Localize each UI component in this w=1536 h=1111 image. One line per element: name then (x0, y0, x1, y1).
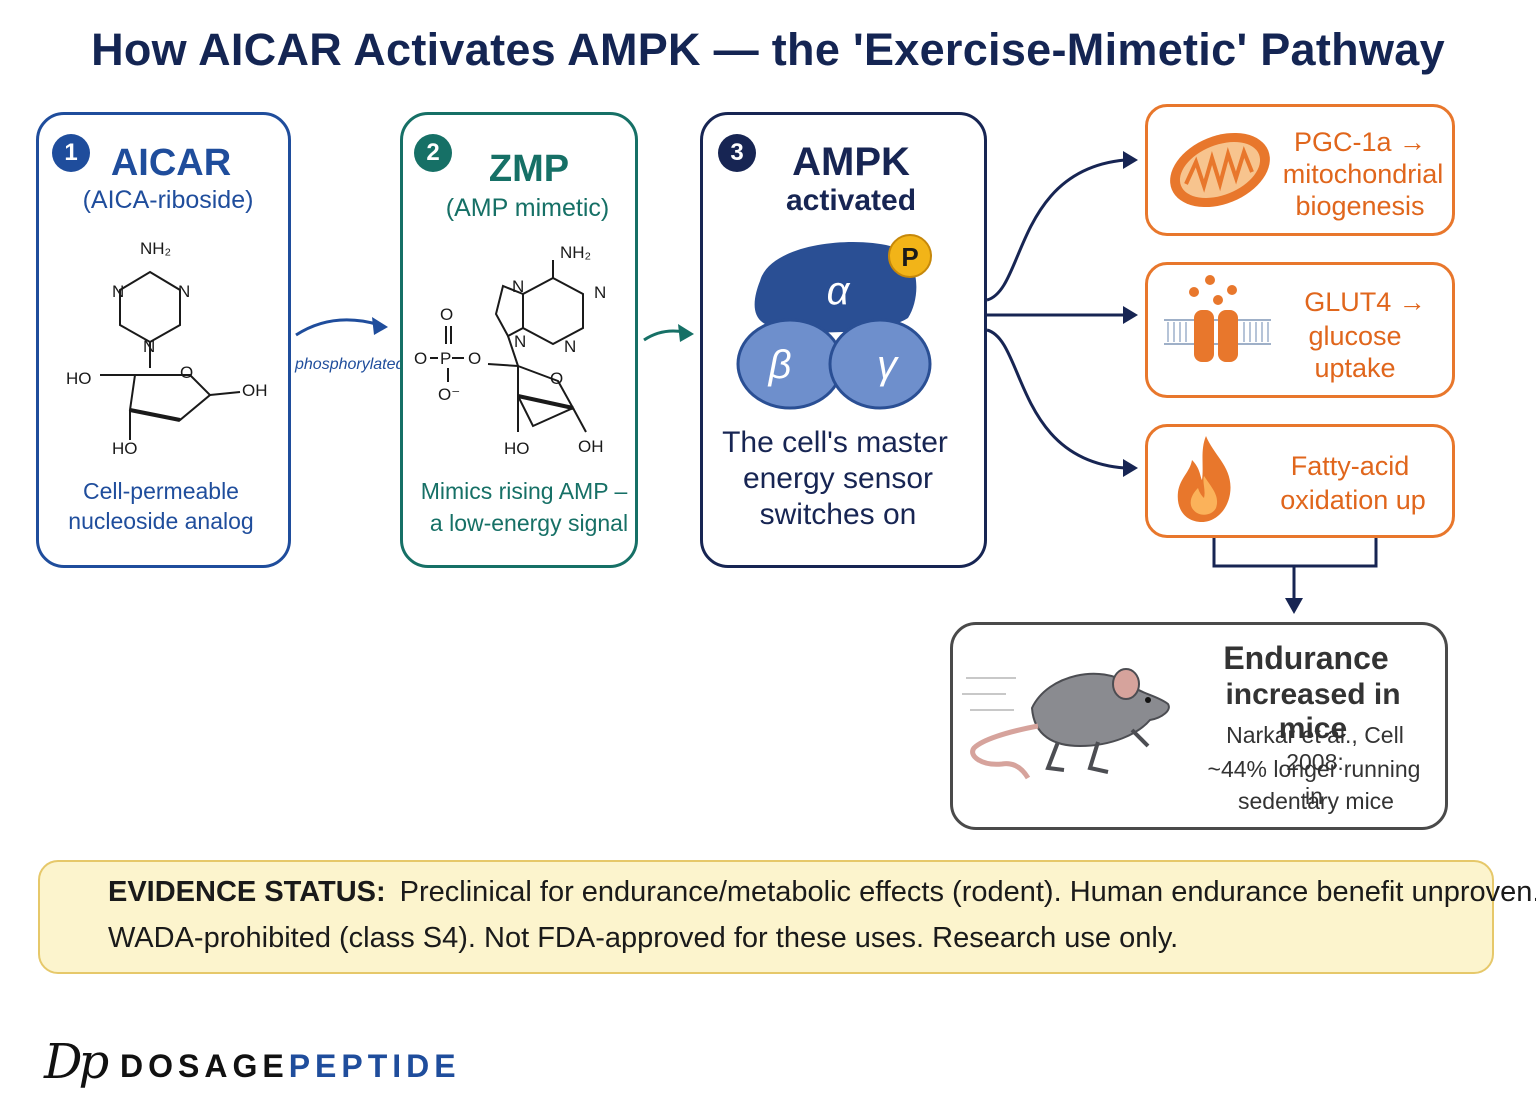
svg-text:N: N (143, 337, 155, 356)
svg-text:HO: HO (504, 439, 530, 458)
aicar-desc-1: Cell-permeable (83, 478, 239, 504)
svg-text:O: O (414, 349, 427, 368)
logo-wordmark: DOSAGEPEPTIDE (120, 1048, 461, 1085)
effect-3-line-2: oxidation up (1280, 485, 1426, 515)
evidence-status-banner (38, 860, 1494, 974)
svg-text:HO: HO (112, 439, 138, 458)
arrow-label-phosphorylated: phosphorylated (294, 356, 403, 373)
ampk-complex-icon: α β γ P (736, 234, 932, 410)
running-mouse-icon (962, 668, 1170, 780)
svg-text:O: O (550, 369, 563, 388)
svg-text:P: P (440, 349, 451, 368)
svg-text:N: N (512, 277, 524, 296)
svg-text:O⁻: O⁻ (438, 385, 460, 404)
gamma-subunit-label: γ (877, 343, 899, 387)
zmp-subtitle: (AMP mimetic) (445, 194, 610, 222)
outcome-citation-2: ~44% longer running in (1207, 756, 1421, 809)
evidence-label: EVIDENCE STATUS: (108, 876, 386, 908)
aicar-title: AICAR (110, 142, 232, 184)
logo-word-peptide: PEPTIDE (288, 1048, 461, 1084)
effect-1-line-2: mitochondrial (1282, 159, 1444, 189)
outcome-title-2: increased in mice (1225, 678, 1401, 745)
svg-text:O: O (180, 363, 193, 382)
phosphate-label: P (901, 242, 918, 272)
beta-subunit-label: β (768, 343, 792, 387)
ampk-subtitle: activated (785, 184, 917, 217)
logo-mark: Dp (44, 1034, 109, 1090)
aicar-card (36, 112, 291, 568)
glucose-transporter-icon (1164, 275, 1271, 362)
aicar-structure-icon: NH₂ N N N O HO OH HO (66, 239, 268, 458)
ampk-desc-3: switches on (759, 498, 917, 531)
svg-text:N: N (594, 283, 606, 302)
svg-text:O: O (468, 349, 481, 368)
zmp-card (400, 112, 638, 568)
connector-to-outcome (1212, 538, 1378, 614)
aicar-desc-2: nucleoside analog (68, 508, 254, 534)
arrow-aicar-to-zmp: phosphorylated (294, 317, 403, 373)
evidence-line-1: EVIDENCE STATUS: Preclinical for enduranc… (108, 876, 1536, 909)
outcome-title-1: Endurance (1223, 640, 1389, 676)
effect-2-line-2: glucose (1308, 321, 1402, 351)
evidence-line-2: WADA-prohibited (class S4). Not FDA-appr… (108, 922, 1179, 954)
svg-text:HO: HO (66, 369, 92, 388)
effect-3-line-1: Fatty-acid (1290, 451, 1410, 481)
step-3-badge: 3 (718, 134, 756, 172)
zmp-title: ZMP (488, 148, 570, 190)
aicar-nh2-label: NH₂ (140, 239, 171, 258)
flame-icon (1177, 436, 1231, 522)
logo-word-dosage: DOSAGE (120, 1048, 289, 1084)
aicar-subtitle: (AICA-riboside) (82, 186, 254, 214)
zmp-desc-1: Mimics rising AMP – (420, 478, 628, 504)
page-title: How AICAR Activates AMPK — the 'Exercise… (91, 24, 1445, 75)
effect-2-line-1: GLUT4 → (1304, 287, 1426, 317)
svg-text:N: N (564, 337, 576, 356)
step-2-badge: 2 (414, 134, 452, 172)
outcome-citation-3: sedentary mice (1238, 788, 1394, 814)
ampk-title: AMPK (792, 140, 910, 184)
ampk-desc-1: The cell's master (722, 426, 948, 459)
alpha-subunit-label: α (827, 269, 851, 313)
zmp-nh2-label: NH₂ (560, 243, 591, 262)
svg-text:OH: OH (242, 381, 268, 400)
evidence-text-1: Preclinical for endurance/metabolic effe… (399, 876, 1536, 908)
ampk-desc-2: energy sensor (742, 462, 934, 495)
effect-2-line-3: uptake (1314, 353, 1396, 383)
arrow-zmp-to-ampk (643, 324, 694, 342)
zmp-desc-2: a low-energy signal (429, 510, 629, 536)
svg-text:O: O (440, 305, 453, 324)
effect-1-line-3: biogenesis (1295, 191, 1425, 221)
svg-text:N: N (514, 332, 526, 351)
svg-text:N: N (112, 282, 124, 301)
outcome-citation-1: Narkar et al., Cell 2008: (1226, 722, 1404, 775)
svg-text:N: N (178, 282, 190, 301)
mitochondrion-icon (1170, 132, 1270, 208)
effect-1-line-1: PGC-1a → (1293, 127, 1427, 157)
step-1-badge: 1 (52, 134, 90, 172)
branch-arrows (986, 151, 1138, 477)
zmp-structure-icon: NH₂ N N N N O O P O O⁻ O HO OH (414, 243, 606, 458)
svg-text:OH: OH (578, 437, 604, 456)
